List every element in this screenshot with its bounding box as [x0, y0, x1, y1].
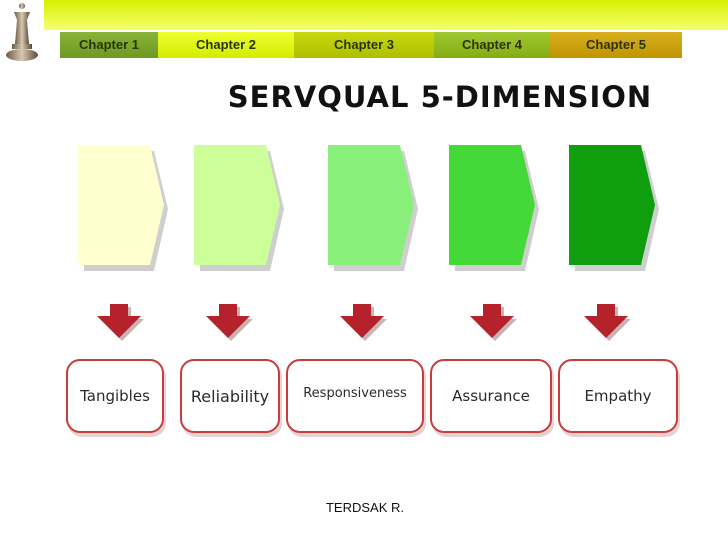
dimension-label: Responsiveness: [303, 385, 407, 401]
logo-area: [0, 0, 44, 66]
slide-title: SERVQUAL 5-DIMENSION: [227, 80, 653, 114]
tab-chapter-4[interactable]: Chapter 4: [434, 32, 550, 58]
down-arrow-icon: [584, 304, 631, 341]
author-footer: TERDSAK R.: [325, 500, 404, 515]
header-band: [0, 0, 728, 30]
dimension-label: Empathy: [584, 387, 652, 405]
tab-chapter-2[interactable]: Chapter 2: [158, 32, 294, 58]
chapter-nav: Chapter 1 Chapter 2 Chapter 3 Chapter 4 …: [60, 32, 682, 58]
dimension-label: Tangibles: [80, 387, 150, 405]
dimension-box-assurance: Assurance: [430, 359, 552, 433]
chevron-shape-reliability: [194, 145, 284, 271]
chevron-shape-empathy: [569, 145, 659, 271]
dimension-box-empathy: Empathy: [558, 359, 678, 433]
dimension-label: Assurance: [452, 387, 530, 405]
chevron-shape-responsiveness: [328, 145, 418, 271]
down-arrow-icon: [206, 304, 253, 341]
tab-chapter-3[interactable]: Chapter 3: [294, 32, 434, 58]
dimension-box-responsiveness: Responsiveness: [286, 359, 424, 433]
tab-chapter-1[interactable]: Chapter 1: [60, 32, 158, 58]
tab-chapter-5[interactable]: Chapter 5: [550, 32, 682, 58]
dimension-label: Reliability: [190, 386, 270, 406]
dimension-box-tangibles: Tangibles: [66, 359, 164, 433]
chevron-shape-tangibles: [78, 145, 168, 271]
dimension-box-reliability: Reliability: [180, 359, 280, 433]
down-arrow-icon: [470, 304, 517, 341]
down-arrow-icon: [340, 304, 387, 341]
chevron-shape-assurance: [449, 145, 539, 271]
down-arrow-icon: [97, 304, 144, 341]
chess-queen-icon: [6, 3, 38, 61]
